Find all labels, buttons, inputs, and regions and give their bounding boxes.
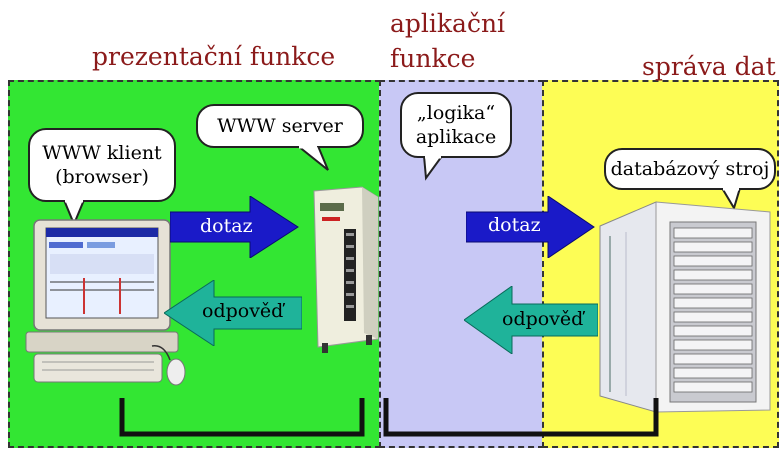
header-presentation: prezentační funkce xyxy=(92,42,336,71)
bubble-db-engine-text: databázový stroj xyxy=(610,158,770,180)
bubble-tail xyxy=(720,188,742,211)
bubble-tail xyxy=(296,146,329,171)
header-application-line2: funkce xyxy=(390,44,476,73)
connector-line-right xyxy=(383,398,659,437)
query-label-left: dotaz xyxy=(200,215,253,237)
response-arrow-left xyxy=(164,280,302,346)
response-label-right: odpověď xyxy=(502,308,584,330)
bubble-www-client: WWW klient (browser) xyxy=(28,128,176,227)
bubble-www-client-line1: WWW klient xyxy=(42,142,162,164)
bubble-tail xyxy=(62,200,86,227)
bubble-db-engine: databázový stroj xyxy=(604,148,776,211)
bubble-app-logic-line2: aplikace xyxy=(415,126,497,148)
query-label-right: dotaz xyxy=(488,214,541,236)
database-server-rack-icon xyxy=(599,201,771,413)
bubble-www-client-line2: (browser) xyxy=(55,166,149,188)
tower-server-icon xyxy=(313,186,379,353)
query-arrow-left xyxy=(170,196,299,258)
desktop-computer-icon xyxy=(25,219,186,386)
bubble-www-server-text: WWW server xyxy=(217,115,343,137)
header-application-line1: aplikační xyxy=(390,9,506,38)
response-arrow-right xyxy=(464,286,598,354)
connector-line-left xyxy=(119,398,365,437)
bubble-app-logic: „logika“ aplikace xyxy=(400,92,512,181)
query-arrow-right xyxy=(466,196,595,258)
bubble-www-server: WWW server xyxy=(196,104,364,171)
response-label-left: odpověď xyxy=(202,300,284,322)
bubble-app-logic-line1: „logika“ xyxy=(416,102,496,124)
header-data: správa dat xyxy=(642,52,776,81)
bubble-tail xyxy=(422,156,444,181)
